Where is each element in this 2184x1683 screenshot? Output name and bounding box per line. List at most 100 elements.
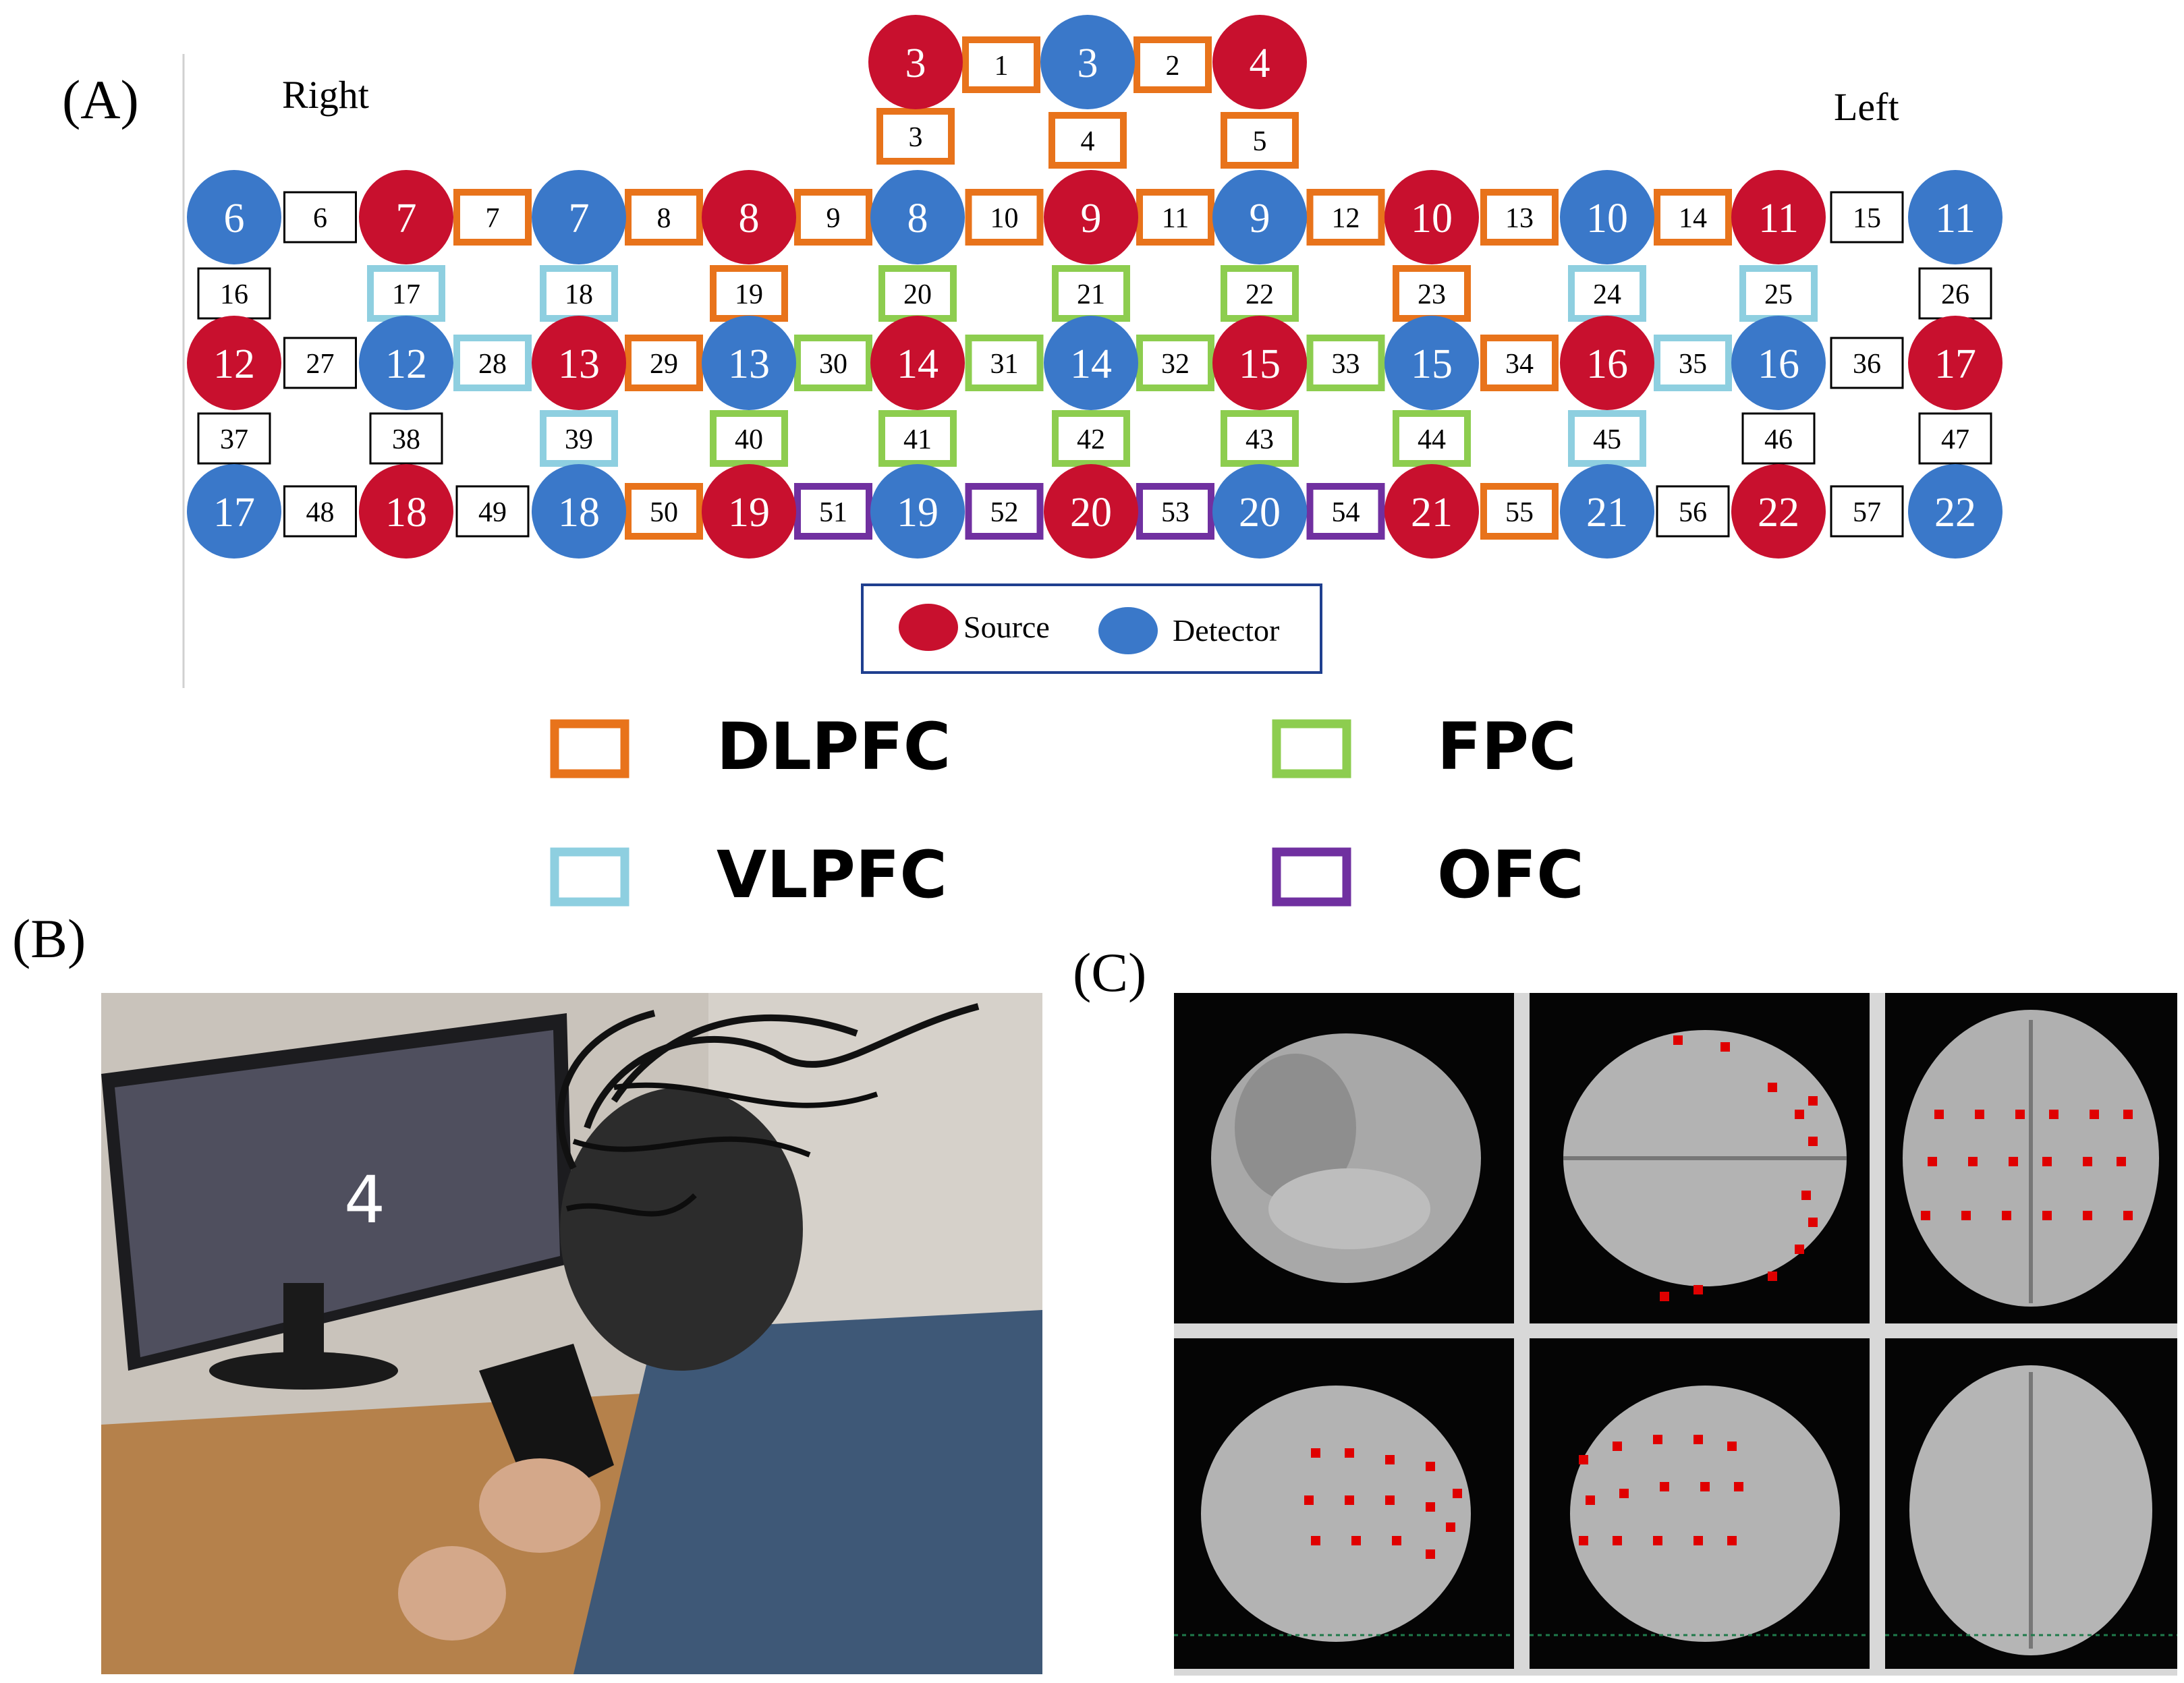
channel-41-box [878, 410, 957, 467]
channel-21: 21 [1052, 265, 1130, 322]
channel-13-label: 13 [1505, 203, 1534, 234]
probe-marker [1579, 1536, 1588, 1545]
channel-40-label: 40 [735, 424, 763, 455]
channel-50-label: 50 [650, 497, 678, 528]
channel-2-box [1133, 36, 1212, 93]
source-15-label: 15 [1239, 341, 1281, 387]
channel-22-label: 22 [1245, 279, 1274, 310]
channel-39-label: 39 [565, 424, 593, 455]
channel-25: 25 [1739, 265, 1818, 322]
probe-marker [1720, 1042, 1730, 1052]
source-8: 8 [702, 170, 796, 264]
detector-8: 8 [870, 170, 965, 264]
detector-17-circle [187, 464, 281, 559]
probe-marker [1660, 1482, 1669, 1491]
channel-46-box [1741, 412, 1816, 465]
channel-14: 14 [1654, 189, 1732, 246]
channel-20-label: 20 [903, 279, 932, 310]
channel-41-label: 41 [903, 424, 932, 455]
source-21-circle [1384, 464, 1479, 559]
channel-15-label: 15 [1853, 203, 1881, 234]
channel-13-box [1480, 189, 1559, 246]
channel-33-box [1306, 335, 1385, 391]
channel-47-label: 47 [1941, 424, 1969, 455]
source-8-circle [702, 170, 796, 264]
detector-14: 14 [1044, 316, 1138, 410]
probe-marker [1345, 1495, 1354, 1505]
source-13-label: 13 [558, 341, 600, 387]
detector-21: 21 [1560, 464, 1654, 559]
probe-marker [1975, 1110, 1984, 1119]
source-21: 21 [1384, 464, 1479, 559]
source-19-label: 19 [728, 490, 770, 536]
detector-21-label: 21 [1586, 490, 1628, 536]
channel-24-label: 24 [1593, 279, 1621, 310]
source-4-circle [1212, 15, 1307, 109]
source-22: 22 [1731, 464, 1826, 559]
channel-56: 56 [1656, 485, 1730, 538]
detector-10: 10 [1560, 170, 1654, 264]
probe-marker [2015, 1110, 2025, 1119]
channel-27: 27 [283, 337, 357, 389]
channel-27-box [283, 337, 357, 389]
source-22-circle [1731, 464, 1826, 559]
source-9: 9 [1044, 170, 1138, 264]
ofc-legend-label: OFC [1437, 837, 1584, 913]
probe-marker [1693, 1435, 1703, 1444]
probe-marker [1653, 1435, 1662, 1444]
channel-53-label: 53 [1161, 497, 1189, 528]
brain-view-back [1885, 1338, 2177, 1669]
channel-18-box [540, 265, 618, 322]
source-8-label: 8 [739, 196, 760, 241]
channel-7: 7 [453, 189, 532, 246]
channel-26-label: 26 [1941, 279, 1969, 310]
screen-digit: 4 [344, 1162, 385, 1238]
channel-9: 9 [794, 189, 872, 246]
channel-38-box [369, 412, 443, 465]
channel-19-label: 19 [735, 279, 763, 310]
channel-50: 50 [625, 483, 703, 540]
detector-16-circle [1731, 316, 1826, 410]
detector-12: 12 [359, 316, 453, 410]
detector-9-label: 9 [1250, 196, 1270, 241]
channel-9-label: 9 [827, 203, 841, 234]
source-legend-label: Source [963, 610, 1050, 644]
probe-marker [1693, 1285, 1703, 1294]
channel-40-box [710, 410, 788, 467]
channel-47: 47 [1918, 412, 1992, 465]
channel-10-box [965, 189, 1044, 246]
detector-15: 15 [1384, 316, 1479, 410]
detector-8-circle [870, 170, 965, 264]
channel-30: 30 [794, 335, 872, 391]
channel-50-box [625, 483, 703, 540]
channel-11: 11 [1136, 189, 1214, 246]
channel-28-label: 28 [478, 349, 507, 380]
channel-32: 32 [1136, 335, 1214, 391]
channel-38-label: 38 [392, 424, 420, 455]
source-14-circle [870, 316, 965, 410]
channel-44-label: 44 [1418, 424, 1446, 455]
channel-22: 22 [1221, 265, 1299, 322]
channel-15: 15 [1830, 191, 1904, 244]
source-17-circle [1908, 316, 2003, 410]
detector-13-label: 13 [728, 341, 770, 387]
source-20-label: 20 [1070, 490, 1112, 536]
channel-49: 49 [455, 485, 530, 538]
channel-48-box [283, 485, 357, 538]
participant-head [560, 1087, 803, 1371]
channel-11-label: 11 [1162, 203, 1189, 234]
channel-14-label: 14 [1679, 203, 1707, 234]
detector-16: 16 [1731, 316, 1826, 410]
probe-marker [2002, 1211, 2011, 1220]
channel-32-box [1136, 335, 1214, 391]
probe-marker [1345, 1448, 1354, 1458]
source-16-label: 16 [1586, 341, 1628, 387]
channel-39-box [540, 410, 618, 467]
probe-marker [2042, 1211, 2052, 1220]
channel-33-label: 33 [1332, 349, 1360, 380]
channel-39: 39 [540, 410, 618, 467]
channel-17: 17 [367, 265, 445, 322]
detector-13-circle [702, 316, 796, 410]
detector-9: 9 [1212, 170, 1307, 264]
